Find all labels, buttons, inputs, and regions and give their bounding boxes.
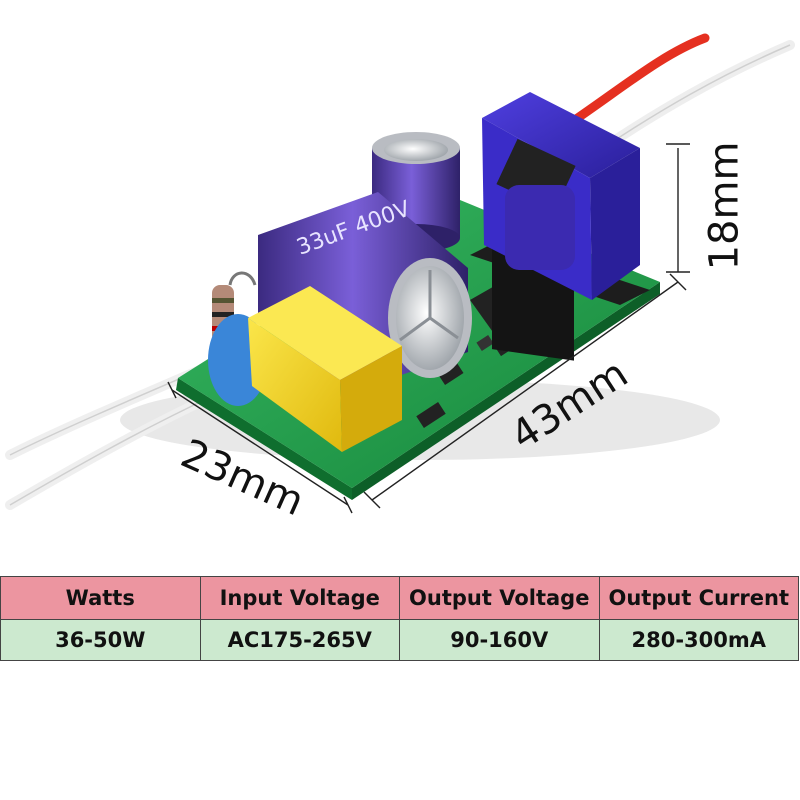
white-wire-top-outline [599, 44, 791, 151]
spec-value-row: 36-50W AC175-265V 90-160V 280-300mA [0, 619, 799, 661]
header-watts: Watts [0, 576, 201, 620]
value-watts: 36-50W [0, 619, 201, 661]
x-capacitor [248, 286, 402, 452]
white-wire-left-1-outline [9, 369, 201, 456]
transformer [470, 92, 650, 361]
header-input-voltage: Input Voltage [199, 576, 400, 620]
value-output-current: 280-300mA [598, 619, 799, 661]
header-output-voltage: Output Voltage [399, 576, 600, 620]
product-photo: D23 33uF 400V [5, 33, 795, 510]
red-wire [555, 33, 710, 135]
pcb-edge-right [352, 282, 660, 500]
header-output-current: Output Current [598, 576, 799, 620]
white-wire-left-2-outline [9, 394, 216, 506]
pcb-edge [176, 378, 352, 500]
value-output-voltage: 90-160V [399, 619, 600, 661]
value-input-voltage: AC175-265V [199, 619, 400, 661]
spec-header-row: Watts Input Voltage Output Voltage Outpu… [0, 576, 799, 620]
spec-table: Watts Input Voltage Output Voltage Outpu… [0, 576, 799, 661]
dimension-lines [167, 143, 690, 514]
